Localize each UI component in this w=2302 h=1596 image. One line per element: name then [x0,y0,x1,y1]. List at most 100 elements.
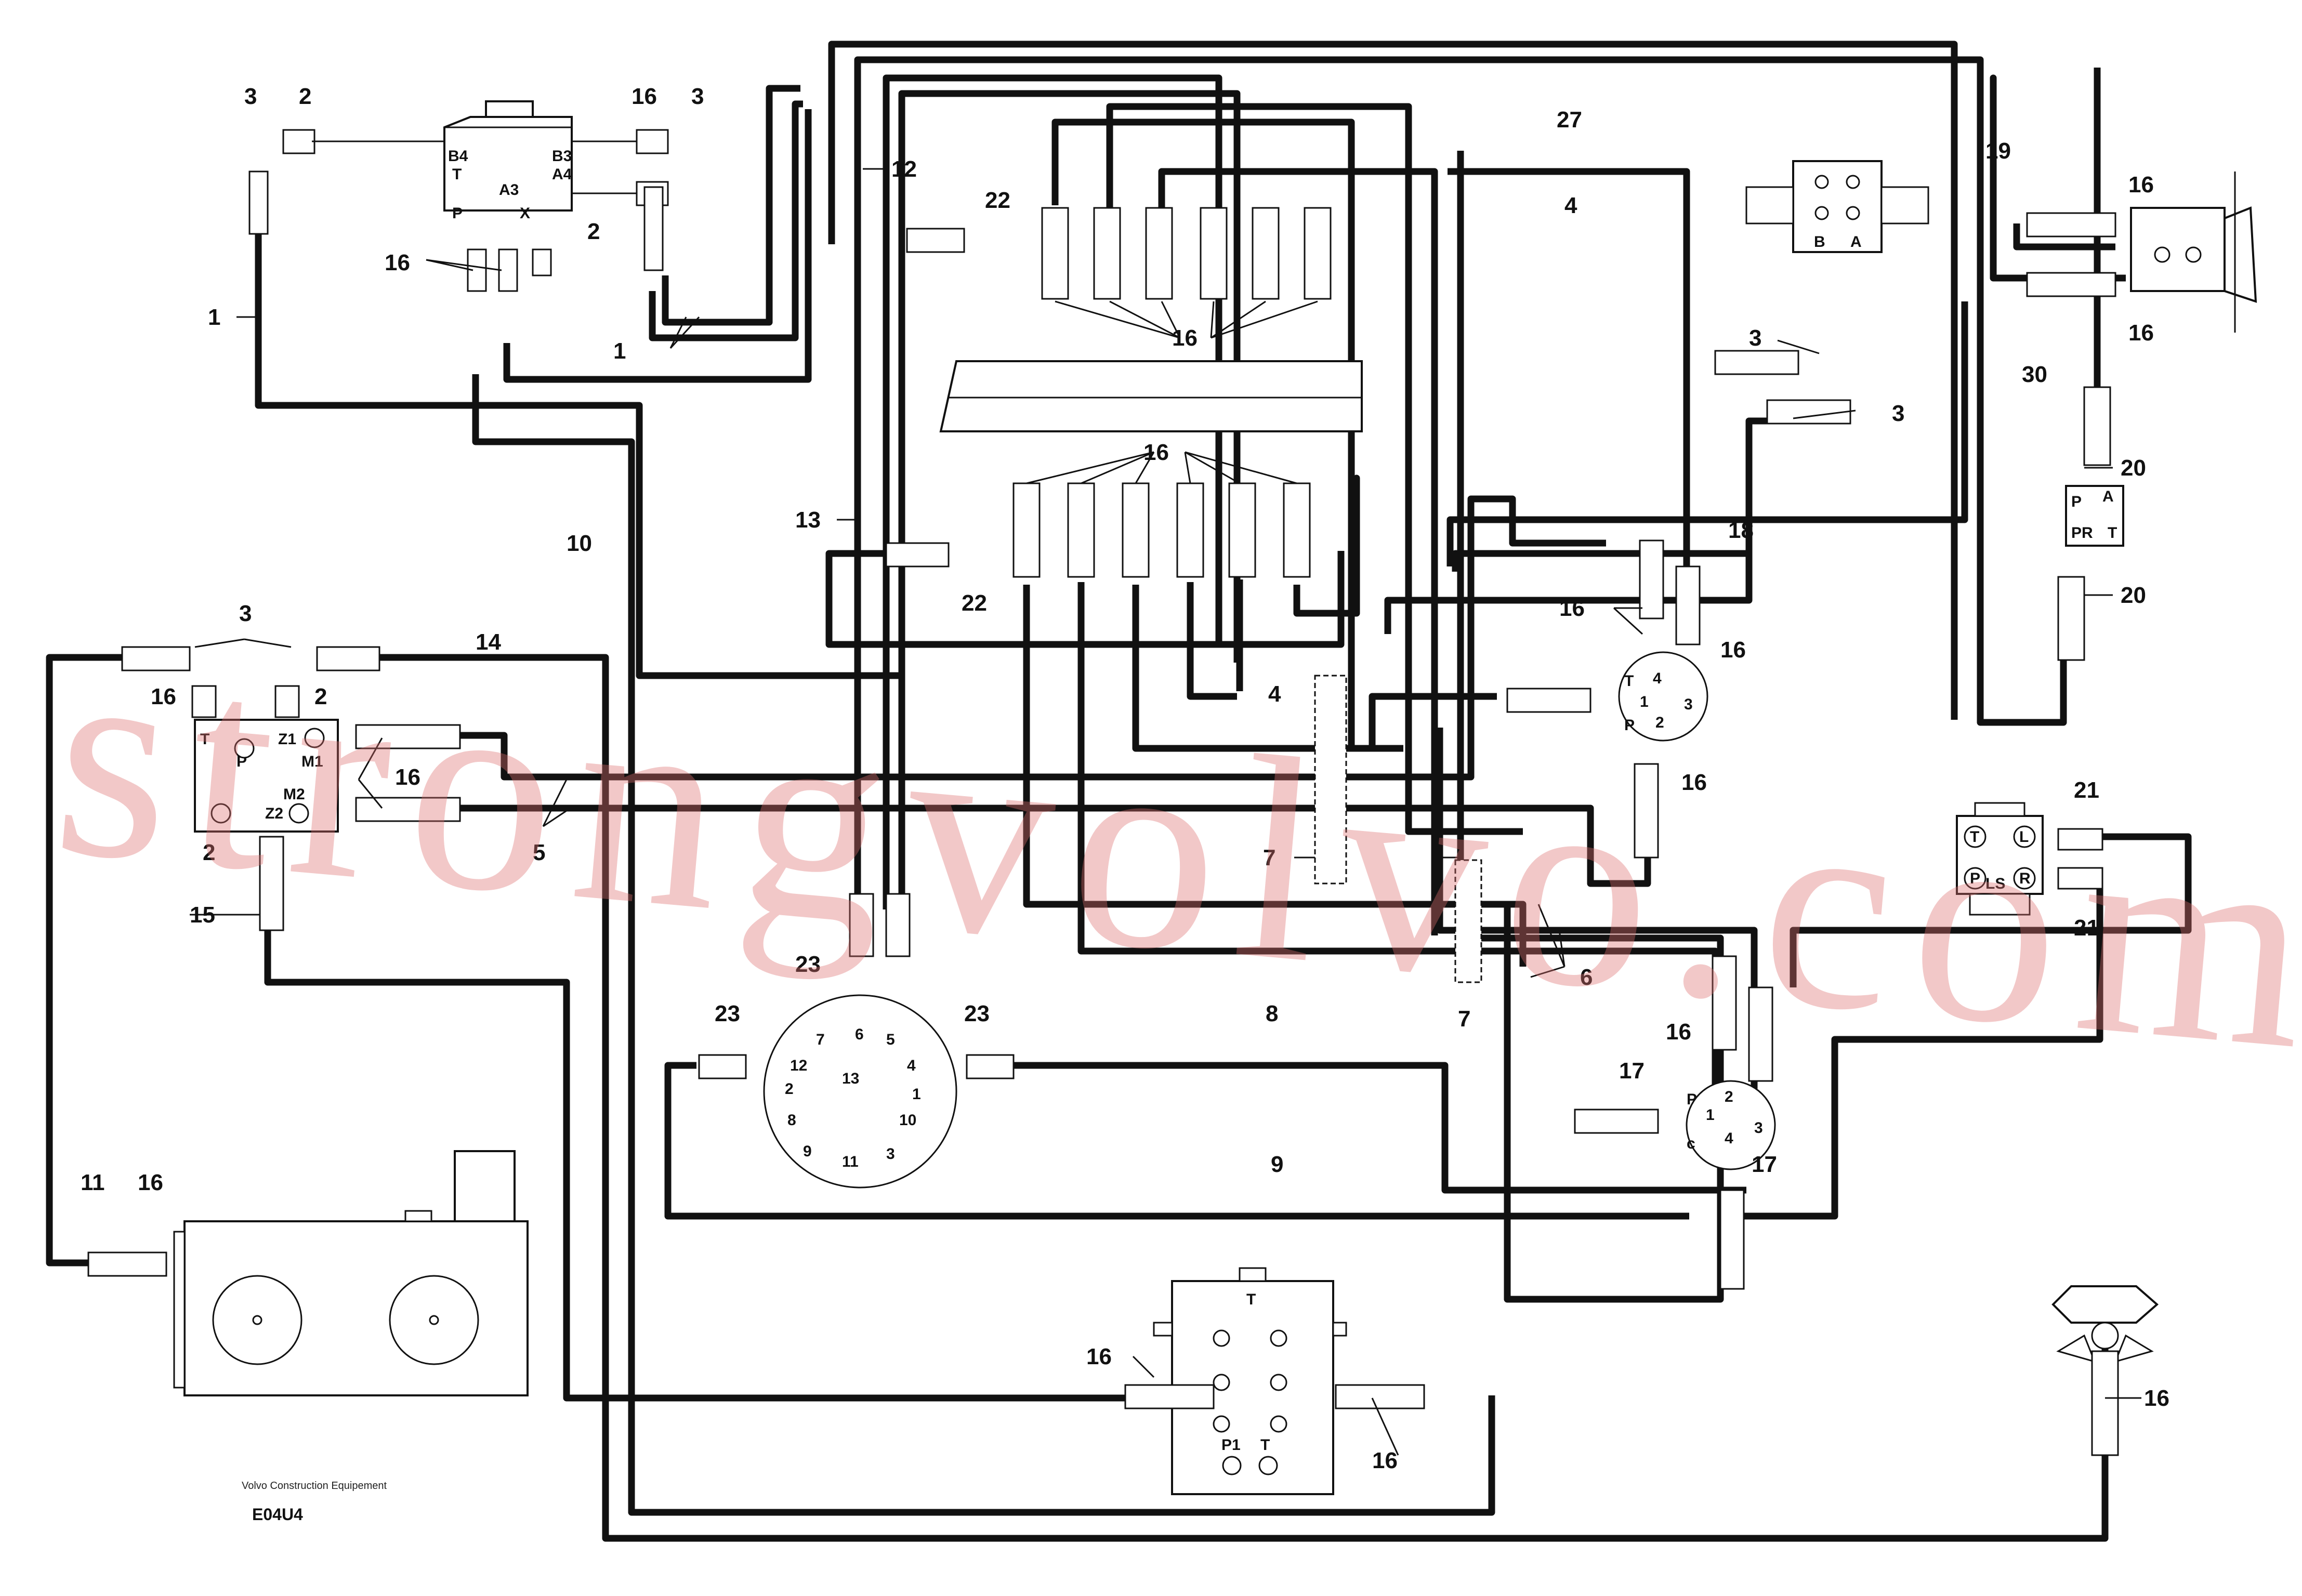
label-27: 27 [1557,107,1582,133]
pressure-reducer-valve: P A PR T [2065,485,2124,547]
motor-lower-port-4: 4 [1725,1130,1733,1147]
hose-1-right-a [662,85,800,326]
swivel-port-12: 12 [790,1057,807,1074]
hand-control-valve [2051,1285,2159,1363]
footer: Volvo Construction Equipement E04U4 [242,1480,387,1524]
motor-lower: P c 1 2 3 4 [1686,1080,1776,1170]
label-3-b: 3 [691,84,704,109]
motor-lower-port-3: 3 [1754,1119,1763,1137]
port-z2: Z2 [265,805,283,822]
label-21-a: 21 [2074,777,2099,803]
port-t: T [452,166,462,183]
motor-lower-port-1: 1 [1706,1106,1715,1124]
callout-labels: 3 2 16 3 2 16 1 1 10 12 13 22 22 16 16 2… [81,84,2169,1473]
hose-8 [998,1062,1746,1194]
port-b3: B3 [552,148,572,165]
solenoid-valve-top-right: B A [1745,160,1929,253]
aux-port-t: T [1260,1436,1270,1454]
port-t-reducer: T [2108,524,2117,542]
label-9: 9 [1271,1152,1283,1177]
solenoid-coil-right [1880,186,1929,225]
swivel-port-8: 8 [787,1112,796,1129]
hose-a1 [1023,585,1527,967]
port-p: P [452,205,463,222]
hydraulic-tank [173,1150,529,1396]
aux-port-t-top: T [1246,1291,1256,1308]
port-pr: PR [2071,524,2093,542]
right-bracket-valve [2130,172,2257,333]
hose-9c [1790,833,2192,987]
label-12: 12 [891,156,917,182]
motor-upper-port-1: 1 [1640,693,1649,710]
hose-top-c [1158,168,1438,935]
label-16-g: 16 [1559,596,1585,621]
ls-port-l: L [2019,828,2029,846]
swivel-port-1: 1 [912,1086,921,1103]
ls-port-ls: LS [1985,875,2005,892]
label-4-b: 4 [1268,681,1281,707]
label-7-b: 7 [1458,1006,1470,1032]
hose-15 [264,930,1128,1402]
hose-9 [664,1062,1689,1220]
hose-4 [1448,168,1690,613]
motor-upper: T P 1 2 3 4 [1618,651,1708,742]
label-14: 14 [476,629,501,655]
port-a-solenoid: A [1850,233,1862,250]
dashed-component-7-a [1314,675,1347,885]
swivel-port-5: 5 [886,1031,895,1048]
label-16-d: 16 [1143,440,1169,465]
label-7-a: 7 [1263,845,1275,870]
label-1-b: 1 [613,338,626,364]
label-2-b: 2 [587,219,600,244]
label-16-o: 16 [1372,1448,1398,1473]
load-sensing-valve: T L P LS R [1956,802,2044,916]
label-2-d: 2 [203,840,215,865]
hose-10 [472,374,1495,1516]
hose-14 [46,654,122,1267]
label-8: 8 [1266,1001,1278,1026]
label-2-c: 2 [314,684,327,709]
label-16-b: 16 [385,250,410,275]
tank-filter [454,1150,516,1222]
port-m1: M1 [301,753,323,770]
label-17-a: 17 [1619,1058,1645,1084]
motor-upper-port-2: 2 [1655,714,1664,731]
hose-a3 [1132,585,1497,752]
label-16-m: 16 [138,1170,163,1195]
hose-lines [46,41,2192,1542]
hose-1-left [255,218,899,679]
aux-port-p1: P1 [1221,1436,1241,1454]
label-19: 19 [1985,138,2011,164]
motor-upper-port-p: P [1624,717,1635,734]
port-b4: B4 [448,148,468,165]
swivel-port-9: 9 [803,1143,812,1160]
hose-1-right-b [649,100,803,341]
hose-5b [460,804,1651,887]
port-m2: M2 [283,786,305,803]
label-16-p: 16 [2144,1386,2169,1411]
label-16-k: 16 [395,764,420,790]
auxiliary-valve-bottom: T P1 T [1153,1267,1347,1495]
label-22-a: 22 [985,188,1010,213]
components: B4 T P B3 A4 A3 X B A [173,100,2257,1495]
hose-19b [2013,223,2115,250]
watermark: strongvolvo.com [45,592,2302,1112]
swivel-port-13: 13 [842,1070,859,1087]
motor-upper-body [1618,651,1708,742]
label-30: 30 [2022,362,2047,387]
hose-1-mid [503,109,812,383]
label-16-i: 16 [1681,770,1707,795]
swivel-body [763,994,957,1189]
label-23-c: 23 [964,1001,990,1026]
valve-block-body [939,360,1363,432]
label-17-b: 17 [1752,1152,1777,1177]
label-16-a: 16 [632,84,657,109]
solenoid-body [1792,160,1883,253]
label-16-f: 16 [2128,320,2154,346]
port-z1: Z1 [278,731,296,748]
hose-22a [825,550,1345,648]
swivel-port-11: 11 [842,1153,859,1170]
label-21-b: 21 [2074,915,2099,941]
motor-lower-port-2: 2 [1725,1088,1733,1105]
label-20-a: 20 [2121,455,2146,481]
